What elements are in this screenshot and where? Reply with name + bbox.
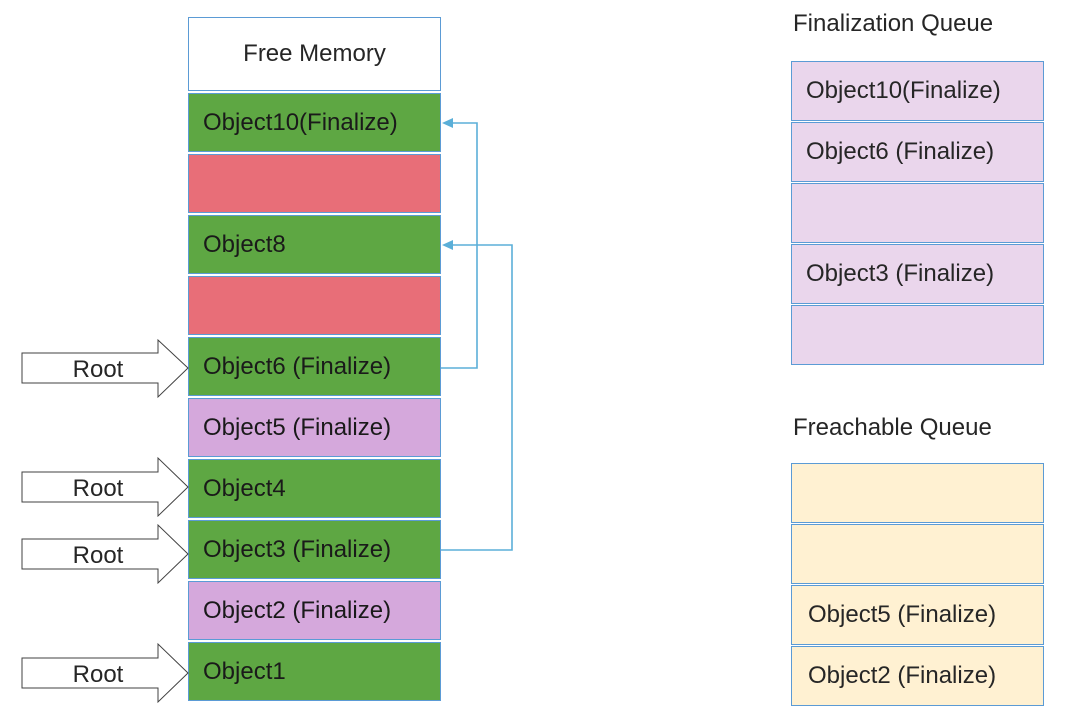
freachable-queue-item [791,463,1044,523]
heap-object3: Object3 (Finalize) [188,520,441,579]
root-label: Root [73,475,124,502]
finalization-queue-item [791,183,1044,243]
heap-unreachable-block [188,154,441,213]
managed-heap: Free Memory Object10(Finalize) Object8 O… [188,17,441,703]
reference-object6-to-object10 [441,118,478,369]
root-arrow-object1: Root [21,642,189,704]
heap-object2: Object2 (Finalize) [188,581,441,640]
freachable-queue-item: Object2 (Finalize) [791,646,1044,706]
root-arrow-object4: Root [21,456,189,518]
heap-object5: Object5 (Finalize) [188,398,441,457]
finalization-queue: Object10(Finalize) Object6 (Finalize) Ob… [791,61,1044,366]
heap-object8: Object8 [188,215,441,274]
freachable-queue-item: Object5 (Finalize) [791,585,1044,645]
heap-free-memory: Free Memory [188,17,441,91]
finalization-queue-item: Object6 (Finalize) [791,122,1044,182]
heap-object6: Object6 (Finalize) [188,337,441,396]
finalization-queue-item [791,305,1044,365]
heap-object1: Object1 [188,642,441,701]
reference-object3-to-object8 [441,240,513,551]
freachable-queue: Object5 (Finalize) Object2 (Finalize) [791,463,1044,707]
heap-unreachable-block [188,276,441,335]
finalization-queue-item: Object10(Finalize) [791,61,1044,121]
heap-object10: Object10(Finalize) [188,93,441,152]
root-arrow-object6: Root [21,338,189,399]
root-label: Root [73,356,124,383]
finalization-queue-item: Object3 (Finalize) [791,244,1044,304]
root-arrow-object3: Root [21,523,189,585]
root-label: Root [73,661,124,688]
freachable-queue-item [791,524,1044,584]
root-label: Root [73,542,124,569]
finalization-queue-title: Finalization Queue [793,10,994,37]
freachable-queue-title: Freachable Queue [793,414,992,441]
heap-object4: Object4 [188,459,441,518]
